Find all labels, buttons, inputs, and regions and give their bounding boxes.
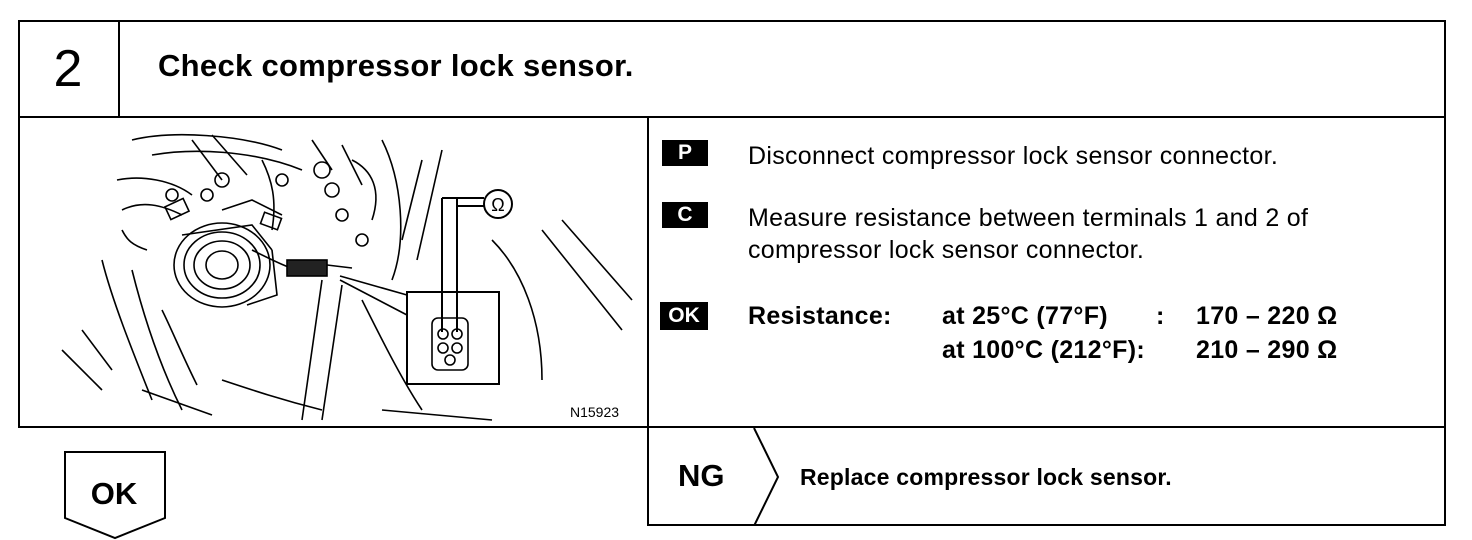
instruction-p-text: Disconnect compressor lock sensor connec…: [748, 142, 1279, 170]
ok-down-arrow-icon: [64, 451, 166, 540]
condition-100c: at 100°C (212°F):: [942, 336, 1145, 364]
compressor-illustration: Ω: [61, 134, 633, 421]
ng-result-box: [647, 427, 1446, 526]
figure-code: N15923: [570, 404, 620, 420]
badge-p: P: [662, 140, 708, 166]
column-divider: [647, 117, 649, 428]
instruction-c-line2: compressor lock sensor connector.: [748, 236, 1145, 264]
step-title: Check compressor lock sensor.: [158, 48, 634, 83]
step-header: [18, 20, 1446, 118]
ohm-symbol: Ω: [491, 195, 504, 215]
value-100c: 210 – 290 Ω: [1196, 336, 1338, 364]
ok-result-label: OK: [90, 476, 138, 511]
ng-action-text: Replace compressor lock sensor.: [800, 464, 1172, 490]
value-25c: 170 – 220 Ω: [1196, 302, 1338, 330]
step-frame: [18, 20, 1446, 428]
condition-25c: at 25°C (77°F): [942, 302, 1108, 330]
ng-chevron-icon: [753, 428, 780, 526]
condition-separator: :: [1156, 302, 1165, 330]
badge-ok: OK: [660, 302, 708, 330]
instruction-c-line1: Measure resistance between terminals 1 a…: [748, 204, 1309, 232]
step-number: 2: [18, 20, 120, 118]
resistance-label: Resistance:: [748, 302, 892, 330]
badge-c: C: [662, 202, 708, 228]
ng-result-label: NG: [678, 458, 725, 493]
